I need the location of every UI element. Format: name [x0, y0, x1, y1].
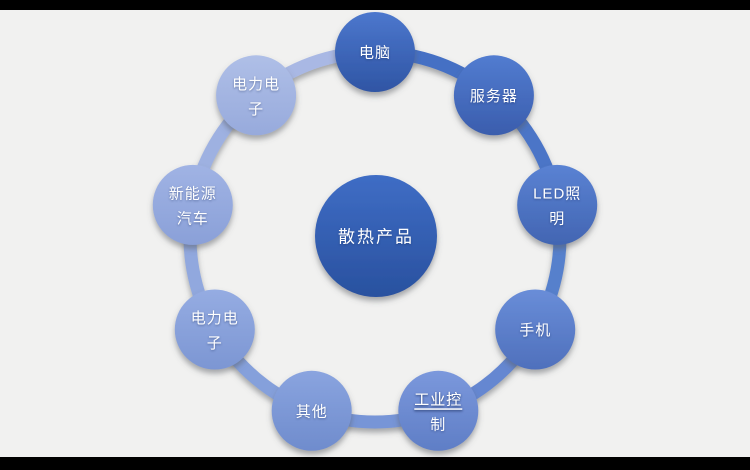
node-label-mobile-phone: 手机 — [519, 322, 551, 339]
node-circle-led-lighting — [517, 164, 598, 245]
node-others: 其他 — [271, 370, 352, 451]
node-label-new-energy-vehicles-line2: 汽车 — [177, 210, 209, 227]
node-label-led-lighting-line2: 明 — [549, 210, 565, 227]
center-node-circle — [315, 175, 437, 297]
letterbox-top-bar — [0, 0, 750, 10]
node-label-new-energy-vehicles-line1: 新能源 — [169, 185, 217, 202]
center-node-label: 散热产品 — [338, 228, 414, 247]
node-label-power-electronics-lower-line2: 子 — [207, 335, 223, 352]
node-circle-industrial-control — [398, 370, 479, 451]
node-label-power-electronics-upper-line2: 子 — [248, 101, 264, 118]
node-label-power-electronics-upper-line1: 电力电 — [232, 76, 280, 93]
node-circle-new-energy-vehicles — [152, 164, 233, 245]
node-circle-computer — [335, 12, 415, 92]
node-computer: 电脑 — [335, 12, 415, 92]
center-node-heat-dissipation-products: 散热产品 — [315, 175, 437, 297]
node-label-computer: 电脑 — [359, 45, 391, 62]
node-label-industrial-control-line1: 工业控 — [414, 391, 462, 408]
node-circle-power-electronics-lower — [174, 289, 255, 370]
node-label-led-lighting-line1: LED照 — [533, 185, 581, 202]
node-mobile-phone: 手机 — [495, 289, 576, 370]
node-circle-others — [271, 370, 352, 451]
node-circle-server — [453, 55, 534, 136]
node-circle-power-electronics-upper — [216, 55, 297, 136]
node-label-others: 其他 — [296, 403, 328, 420]
node-label-power-electronics-lower-line1: 电力电 — [191, 310, 239, 327]
node-circle-mobile-phone — [495, 289, 576, 370]
node-server: 服务器 — [453, 55, 534, 136]
node-label-industrial-control-line2: 制 — [430, 416, 446, 433]
node-label-server: 服务器 — [470, 88, 518, 105]
letterbox-bottom-bar — [0, 457, 750, 470]
